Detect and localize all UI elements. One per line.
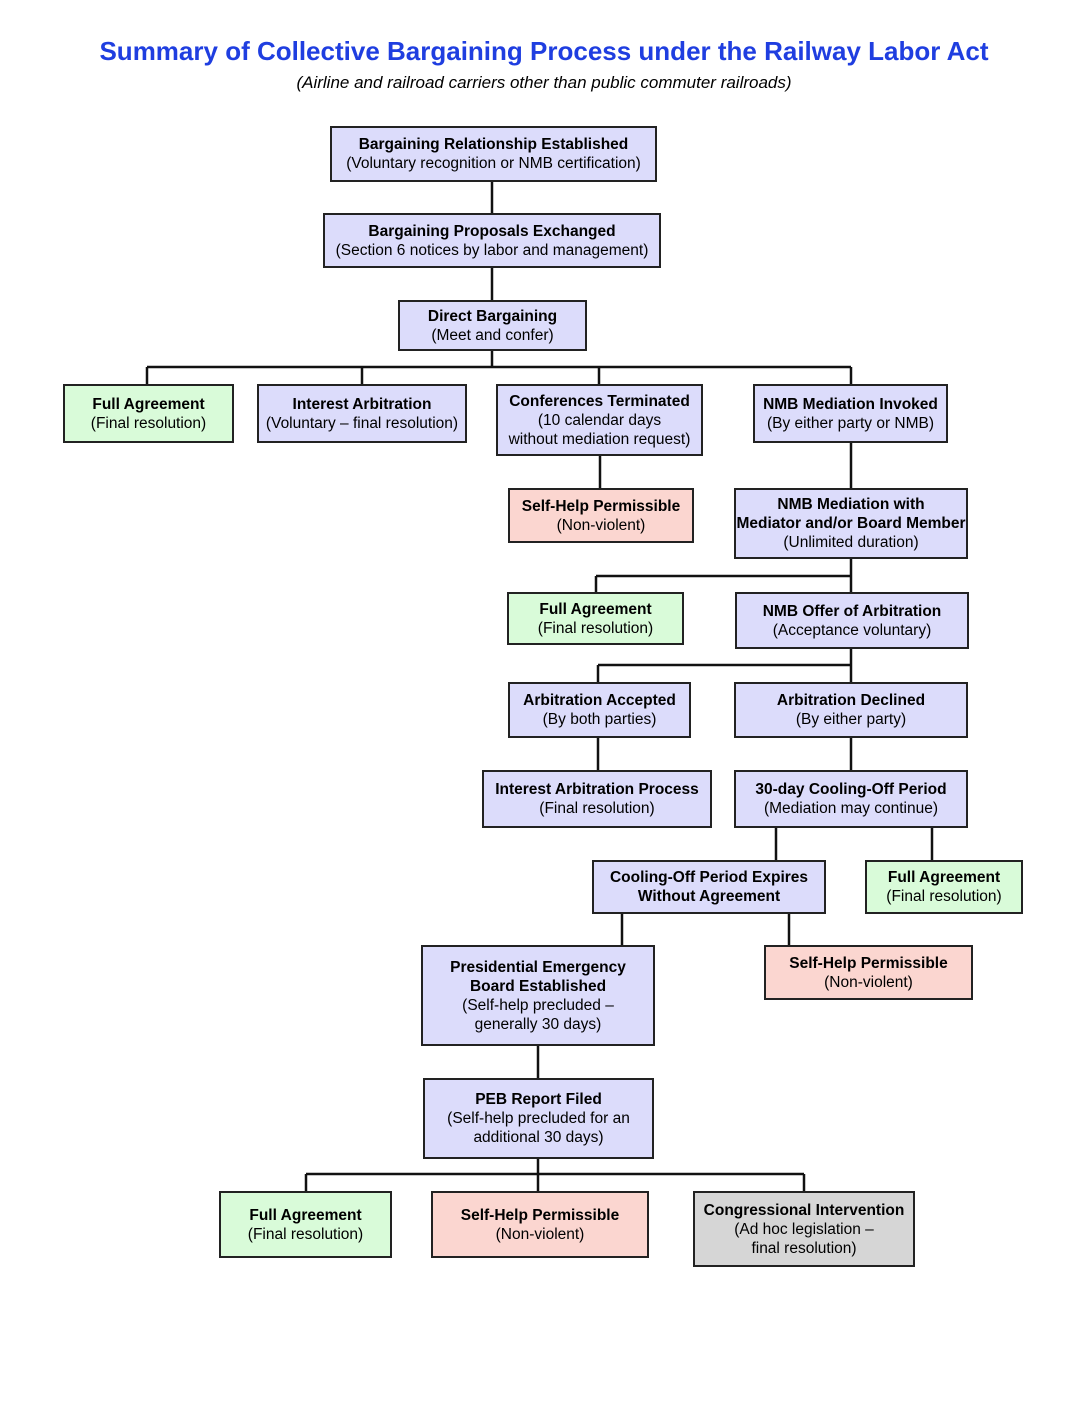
node-detail-line: (Voluntary recognition or NMB certificat… xyxy=(346,155,641,172)
node-detail-line: (By either party) xyxy=(795,711,907,728)
node-detail-line: generally 30 days) xyxy=(474,1015,602,1033)
node-heading-line: Self-Help Permissible xyxy=(460,1206,620,1224)
page-subtitle: (Airline and railroad carriers other tha… xyxy=(296,73,792,92)
node-detail-line: final resolution) xyxy=(751,1239,857,1257)
node-heading-line: Interest Arbitration xyxy=(292,395,432,413)
node-detail-line: (Non-violent) xyxy=(556,516,646,534)
node-detail-line: (Non-violent) xyxy=(824,973,913,991)
node-heading-line: Self-Help Permissible xyxy=(789,954,948,972)
node-heading-line: NMB Mediation Invoked xyxy=(763,395,938,413)
node-heading-line: Self-Help Permissible xyxy=(521,497,681,515)
node-detail-line: (Voluntary – final resolution) xyxy=(265,414,459,432)
node-heading-line: Full Agreement xyxy=(92,395,205,413)
node-detail-line: (Acceptance voluntary) xyxy=(772,621,932,639)
node-heading-line: Direct Bargaining xyxy=(427,307,558,325)
node-heading-line: Bargaining Relationship Established xyxy=(358,136,629,153)
node-heading-line: 30-day Cooling-Off Period xyxy=(755,781,947,798)
node-detail-line: (Final resolution) xyxy=(90,414,207,432)
node-congressional-intervention: Congressional Intervention(Ad hoc legisl… xyxy=(693,1191,915,1267)
node-bargaining-proposals: Bargaining Proposals Exchanged(Section 6… xyxy=(323,213,661,268)
node-detail-line: (Self-help precluded – xyxy=(462,996,614,1014)
node-bargaining-relationship: Bargaining Relationship Established (Volu… xyxy=(330,126,657,182)
node-detail-line: without mediation request) xyxy=(508,430,691,448)
node-peb-report-filed: PEB Report Filed (Self-help precluded for… xyxy=(423,1078,654,1159)
node-detail-line: (Final resolution) xyxy=(539,800,655,817)
node-full-agreement-3: Full Agreement (Final resolution) xyxy=(865,860,1023,914)
node-heading-line: Board Established xyxy=(469,977,607,995)
node-detail-line: (Final resolution) xyxy=(886,888,1002,905)
node-interest-arbitration-process: Interest Arbitration Process (Final resol… xyxy=(482,770,712,828)
node-heading-line: Mediator and/or Board Member xyxy=(736,515,966,532)
node-heading-line: Full Agreement xyxy=(887,869,1001,886)
node-detail-line: (Unlimited duration) xyxy=(783,534,919,551)
node-detail-line: (Meet and confer) xyxy=(431,326,554,344)
node-heading-line: PEB Report Filed xyxy=(475,1091,602,1108)
node-heading-line: Full Agreement xyxy=(539,600,652,618)
node-heading-line: Without Agreement xyxy=(637,888,781,905)
node-full-agreement-2: Full Agreement(Final resolution) xyxy=(507,592,684,645)
node-full-agreement-4: Full Agreement(Final resolution) xyxy=(219,1191,392,1258)
node-detail-line: (Section 6 notices by labor and manageme… xyxy=(335,241,649,259)
node-heading-line: Arbitration Declined xyxy=(776,692,926,709)
node-detail-line: (Self-help precluded for an xyxy=(447,1110,630,1127)
node-arbitration-accepted: Arbitration Accepted (By both parties) xyxy=(508,682,691,738)
node-detail-line: (By either party or NMB) xyxy=(766,414,935,432)
node-detail-line: (Final resolution) xyxy=(537,619,654,637)
node-arbitration-declined: Arbitration Declined (By either party) xyxy=(734,682,968,738)
node-heading-line: Interest Arbitration Process xyxy=(495,781,699,798)
node-heading-line: Cooling-Off Period Expires xyxy=(609,869,809,886)
node-detail-line: (Final resolution) xyxy=(247,1225,364,1243)
node-heading-line: Presidential Emergency xyxy=(450,958,626,976)
node-detail-line: (Ad hoc legislation – xyxy=(734,1220,874,1238)
node-cooling-off-period: 30-day Cooling-Off Period (Mediation may … xyxy=(734,770,968,828)
node-detail-line: (10 calendar days xyxy=(537,411,662,429)
node-self-help-2: Self-Help Permissible(Non-violent) xyxy=(764,945,973,1000)
node-direct-bargaining: Direct Bargaining(Meet and confer) xyxy=(398,300,587,351)
node-heading-line: Bargaining Proposals Exchanged xyxy=(368,222,616,240)
page-title: Summary of Collective Bargaining Process… xyxy=(99,36,989,66)
node-nmb-offer-arbitration: NMB Offer of Arbitration(Acceptance volu… xyxy=(735,592,969,649)
node-full-agreement-1: Full Agreement(Final resolution) xyxy=(63,384,234,443)
node-heading-line: Congressional Intervention xyxy=(703,1201,905,1219)
node-heading-line: Full Agreement xyxy=(249,1206,362,1224)
node-heading-line: Arbitration Accepted xyxy=(523,692,676,709)
node-detail-line: (Non-violent) xyxy=(495,1225,585,1243)
node-self-help-3: Self-Help Permissible(Non-violent) xyxy=(431,1191,649,1258)
node-detail-line: (Mediation may continue) xyxy=(763,800,939,817)
node-detail-line: (By both parties) xyxy=(542,711,657,728)
node-heading-line: NMB Mediation with xyxy=(777,496,925,513)
node-self-help-1: Self-Help Permissible(Non-violent) xyxy=(508,488,694,543)
node-heading-line: NMB Offer of Arbitration xyxy=(762,602,942,620)
node-detail-line: additional 30 days) xyxy=(473,1129,604,1146)
node-heading-line: Conferences Terminated xyxy=(509,392,690,410)
node-nmb-mediation-invoked: NMB Mediation Invoked(By either party or… xyxy=(753,384,948,443)
node-interest-arbitration: Interest Arbitration(Voluntary – final r… xyxy=(257,384,467,443)
